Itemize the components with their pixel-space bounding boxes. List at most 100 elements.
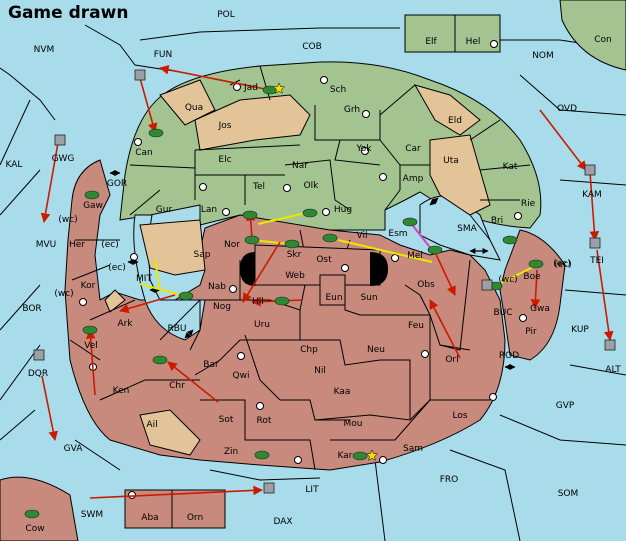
label-bar: Bar bbox=[203, 360, 219, 370]
label-mit: MIT bbox=[136, 274, 152, 284]
label-orn: Orn bbox=[187, 513, 203, 523]
label-gor: GOR bbox=[107, 179, 127, 189]
label-bor: BOR bbox=[22, 304, 41, 314]
label-tei: TEI bbox=[589, 256, 604, 266]
label-buc: BUC bbox=[493, 308, 512, 318]
label-jad: Jad bbox=[243, 83, 258, 93]
label-dqr: DQR bbox=[28, 369, 48, 379]
label-wc1: (wc) bbox=[58, 215, 77, 225]
army-units[interactable] bbox=[24, 85, 544, 519]
label-uru: Uru bbox=[254, 320, 270, 330]
label-ark: Ark bbox=[117, 319, 133, 329]
land-aba-orn[interactable] bbox=[124, 489, 226, 529]
label-amp: Amp bbox=[403, 174, 424, 184]
tan-provinces bbox=[104, 79, 491, 456]
label-kar: Kar bbox=[338, 451, 353, 461]
label-zin: Zin bbox=[224, 447, 238, 457]
label-yok: Yok bbox=[355, 144, 372, 154]
label-hil: Hil bbox=[252, 297, 264, 307]
label-kal: KAL bbox=[6, 160, 23, 170]
label-vel: Vel bbox=[84, 341, 98, 351]
label-gwa: Gwa bbox=[530, 304, 550, 314]
label-rod: ROD bbox=[499, 351, 519, 361]
label-orl: Orl bbox=[445, 355, 458, 365]
label-ovd: OVD bbox=[557, 104, 577, 114]
label-sot: Sot bbox=[219, 415, 234, 425]
label-con: Con bbox=[594, 35, 612, 45]
label-vil: Vil bbox=[357, 231, 368, 241]
label-sam: Sam bbox=[403, 444, 423, 454]
label-swm: SWM bbox=[81, 510, 103, 520]
label-kaa: Kaa bbox=[334, 387, 351, 397]
label-ost: Ost bbox=[316, 255, 332, 265]
label-nvm: NVM bbox=[34, 45, 55, 55]
western-coast[interactable] bbox=[64, 159, 506, 471]
label-bri: Bri bbox=[491, 216, 503, 226]
land-cow[interactable] bbox=[0, 476, 79, 541]
label-alt: ALT bbox=[605, 365, 621, 375]
label-nog: Nog bbox=[213, 302, 231, 312]
label-wc3: (wc) bbox=[498, 275, 517, 285]
convoy-order bbox=[409, 221, 433, 251]
label-gva: GVA bbox=[64, 444, 84, 454]
label-nil: Nil bbox=[314, 366, 326, 376]
label-boe: Boe bbox=[523, 272, 541, 282]
label-grh: Grh bbox=[344, 105, 360, 115]
canal-markers bbox=[240, 252, 388, 286]
label-sun: Sun bbox=[360, 293, 377, 303]
label-kat: Kat bbox=[503, 162, 518, 172]
label-rbu: RBU bbox=[167, 324, 186, 334]
label-obs: Obs bbox=[417, 280, 435, 290]
label-cob: COB bbox=[302, 42, 322, 52]
label-elf: Elf bbox=[425, 37, 437, 47]
label-hel: Hel bbox=[466, 37, 481, 47]
label-elc: Elc bbox=[218, 155, 231, 165]
label-uta: Uta bbox=[443, 156, 459, 166]
supply-centers bbox=[79, 40, 527, 499]
label-nab: Nab bbox=[208, 282, 226, 292]
label-ec2: (ec) bbox=[553, 259, 571, 269]
label-sma: SMA bbox=[457, 224, 477, 234]
label-chr: Chr bbox=[169, 381, 185, 391]
label-lit: LIT bbox=[305, 485, 319, 495]
label-dax: DAX bbox=[273, 517, 292, 527]
label-rot: Rot bbox=[257, 416, 272, 426]
label-tel: Tel bbox=[252, 182, 265, 192]
label-neu: Neu bbox=[367, 345, 385, 355]
label-gvp: GVP bbox=[556, 401, 575, 411]
label-web: Web bbox=[285, 271, 305, 281]
sea-borders bbox=[0, 14, 626, 541]
label-aba: Aba bbox=[141, 513, 158, 523]
province-borders bbox=[129, 65, 531, 241]
label-lan: Lan bbox=[201, 205, 217, 215]
eastern-coast[interactable] bbox=[499, 229, 566, 361]
label-som: SOM bbox=[558, 489, 579, 499]
label-esm: Esm bbox=[388, 229, 407, 239]
label-los: Los bbox=[452, 411, 467, 421]
label-car: Car bbox=[405, 144, 421, 154]
label-ec3: (ec) bbox=[108, 263, 126, 273]
label-kor: Kor bbox=[81, 281, 96, 291]
label-skr: Skr bbox=[287, 250, 302, 260]
label-chp: Chp bbox=[300, 345, 318, 355]
move-orders bbox=[40, 64, 614, 499]
label-eun: Eun bbox=[325, 293, 342, 303]
label-kam: KAM bbox=[582, 190, 602, 200]
label-her: Her bbox=[69, 240, 85, 250]
label-qua: Qua bbox=[185, 103, 203, 113]
label-ec4: (ec) bbox=[554, 260, 572, 270]
label-ken: Ken bbox=[113, 386, 130, 396]
label-mou: Mou bbox=[344, 419, 363, 429]
fleet-tokens[interactable] bbox=[33, 69, 616, 494]
label-jos: Jos bbox=[218, 121, 232, 131]
label-mel: Mel bbox=[407, 251, 423, 261]
label-qwi: Qwi bbox=[233, 371, 250, 381]
label-ec1: (ec) bbox=[101, 240, 119, 250]
label-can: Can bbox=[135, 148, 153, 158]
label-wc2: (wc) bbox=[54, 289, 73, 299]
label-fun: FUN bbox=[154, 50, 173, 60]
label-hug: Hug bbox=[334, 205, 352, 215]
label-gaw: Gaw bbox=[83, 201, 103, 211]
